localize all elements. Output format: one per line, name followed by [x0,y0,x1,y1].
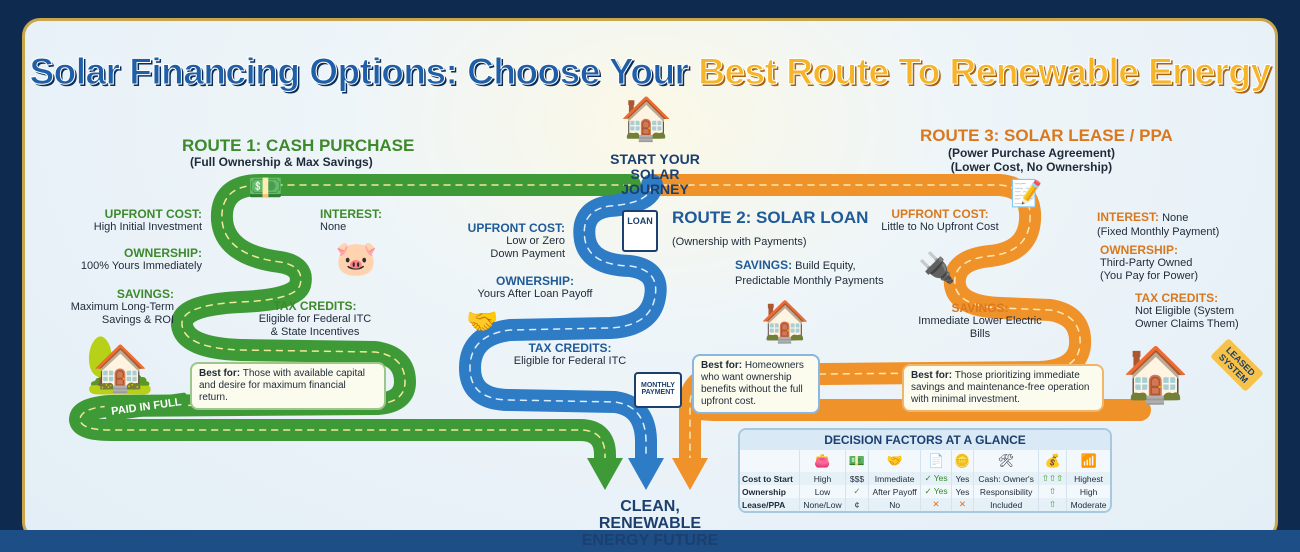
route3-savings: SAVINGS:Immediate Lower Electric Bills [918,301,1042,341]
route1-tax-credits: TAX CREDITS:Eligible for Federal ITC& St… [258,299,372,339]
route3-interest: INTEREST: None(Fixed Monthly Payment) [1097,210,1220,239]
piggy-bank-icon: 🐷 [335,240,378,278]
coins-icon: 💰 [1037,450,1067,472]
route2-arrow [628,458,664,490]
route1-upfront: UPFRONT COST:High Initial Investment [93,207,202,234]
route2-centerline [469,184,657,463]
plug-icon: 🔌 [918,252,956,285]
wallet-icon: 👛 [798,450,846,472]
table-icon-row: 👛 💵 🤝 📄 🪙 🛠 💰 📶 [740,450,1110,472]
route2-ownership: OWNERSHIP:Yours After Loan Payoff [477,274,593,301]
solar-house-icon: 🏡 [85,332,155,395]
tools-icon: 🛠 [973,450,1039,472]
route1-ownership: OWNERSHIP:100% Yours Immediately [80,246,202,273]
route1-arrow [587,458,623,490]
monthly-payment-calendar-icon: MONTHLY PAYMENT [634,372,682,408]
handshake-icon: 🤝 [466,306,499,336]
route1-subtitle: (Full Ownership & Max Savings) [190,155,373,169]
route1-interest: INTEREST:None [320,207,383,234]
coin-hand-icon: 🪙 [950,450,974,472]
handshake-icon: 🤝 [867,450,921,472]
solar-house-icon: 🏠 [760,300,810,344]
growth-chart-icon: 📶 [1066,450,1110,472]
contract-icon: 📝 [1010,178,1043,208]
route2-savings: SAVINGS: Build Equity, Predictable Month… [735,258,884,288]
table-title: DECISION FACTORS AT A GLANCE [740,430,1110,450]
solar-panels-ground [0,530,1300,552]
decision-factors-table: DECISION FACTORS AT A GLANCE 👛 💵 🤝 📄 🪙 🛠… [738,428,1112,513]
route1-centerline [79,184,631,463]
document-check-icon: 📄 [920,450,952,472]
loan-document-icon: LOAN [622,210,658,252]
solar-house-icon: 🏠 [1122,345,1190,405]
route2-title: ROUTE 2: SOLAR LOAN [672,208,869,227]
route1-best-for: Best for: Those with available capital a… [190,362,386,410]
route2-tax-credits: TAX CREDITS:Eligible for Federal ITC [513,341,627,368]
route3-best-for: Best for: Those prioritizing immediate s… [902,364,1104,412]
route3-title: ROUTE 3: SOLAR LEASE / PPA [920,126,1173,145]
route2-subtitle: (Ownership with Payments) [672,236,807,248]
cash-icon: 💵 [845,450,869,472]
route3-ownership: OWNERSHIP:Third-Party Owned(You Pay for … [1100,243,1199,283]
route1-title: ROUTE 1: CASH PURCHASE [182,136,415,155]
page-title: Solar Financing Options: Choose Your Bes… [29,51,1272,93]
route3-subtitle: (Power Purchase Agreement)(Lower Cost, N… [948,146,1115,174]
route2-best-for: Best for: Homeowners who want ownership … [692,354,820,414]
house-sun-icon: 🏠 [620,95,673,142]
route3-arrow [672,458,708,490]
cash-stack-icon: 💵 [248,172,283,203]
route3-upfront: UPFRONT COST:Little to No Upfront Cost [881,207,999,234]
